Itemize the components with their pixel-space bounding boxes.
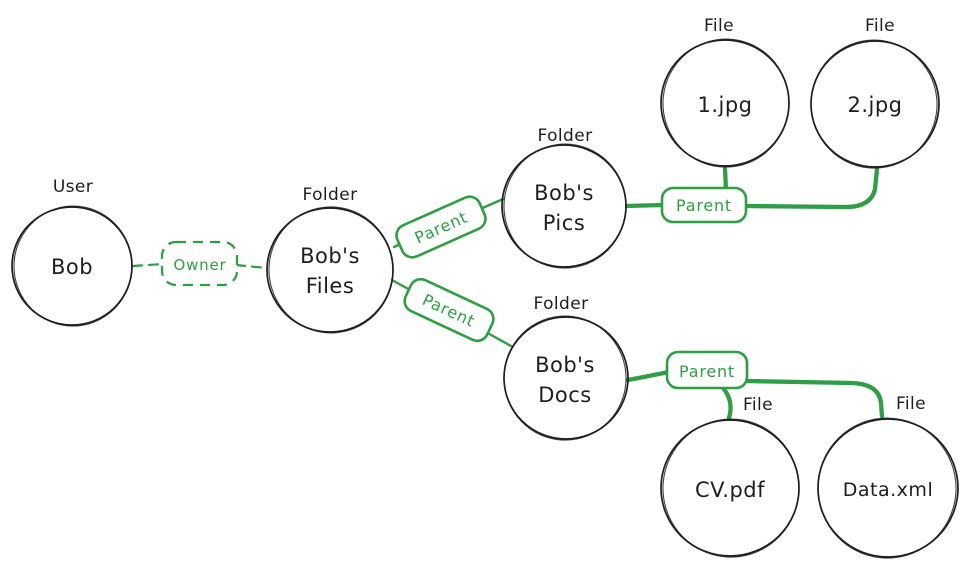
node-file-cvpdf: File CV.pdf <box>660 395 800 558</box>
node-label-line2: Files <box>306 274 355 298</box>
parent-label-box <box>395 195 487 259</box>
node-label-line2: Pics <box>543 211 586 235</box>
owner-label-box <box>160 240 239 287</box>
node-circle-sketch <box>817 417 957 559</box>
parent-edge-branch-2jpg <box>742 166 880 210</box>
edge-parent-docs-kids: Parent <box>625 350 885 421</box>
node-type-label: File <box>704 16 734 36</box>
parent-edge-line-in <box>625 369 672 383</box>
node-circle-sketch <box>13 205 133 327</box>
node-label-line1: Bob's <box>535 353 595 377</box>
node-type-label: File <box>743 395 773 415</box>
parent-edge-branch-dataxml <box>743 378 885 419</box>
node-type-label: File <box>865 16 895 36</box>
edge-parent-files-pics: Parent <box>392 195 505 259</box>
parent-edge-line-in <box>624 202 667 209</box>
node-label: 1.jpg <box>697 93 752 117</box>
node-type-label: Folder <box>538 126 593 146</box>
node-label-line1: Bob's <box>534 181 594 205</box>
node-file-2jpg: File 2.jpg <box>810 16 940 169</box>
node-type-label: User <box>53 177 93 197</box>
node-file-1jpg: File 1.jpg <box>660 16 790 168</box>
parent-edge-branch-1jpg <box>722 166 729 193</box>
node-type-label: File <box>896 394 926 414</box>
parent-label-box <box>660 186 748 224</box>
edge-owner: Owner <box>131 240 269 287</box>
parent-edge-branch-cvpdf <box>720 385 733 421</box>
parent-label-box <box>403 277 495 343</box>
node-file-dataxml: File Data.xml <box>817 394 959 559</box>
owner-edge-label: Owner <box>174 256 227 274</box>
node-label: Bob <box>51 255 93 279</box>
owner-edge-line-right <box>234 263 269 270</box>
edge-parent-pics-kids: Parent <box>624 166 880 224</box>
owner-edge-line-left <box>131 262 165 268</box>
edge-parent-files-docs: Parent <box>390 277 513 348</box>
node-label-line1: Bob's <box>300 244 360 268</box>
node-circle-sketch <box>503 143 627 269</box>
node-label: CV.pdf <box>695 478 765 502</box>
node-label: Data.xml <box>843 479 933 501</box>
node-bobs-files: Folder Bob's Files <box>266 185 394 334</box>
node-circle-sketch <box>662 418 800 558</box>
node-circle-sketch <box>810 39 938 169</box>
node-circle-sketch <box>268 206 394 334</box>
node-type-label: Folder <box>303 185 358 205</box>
node-bobs-pics: Folder Bob's Pics <box>501 126 627 269</box>
node-label-line2: Docs <box>538 383 592 407</box>
parent-edge-label: Parent <box>676 196 732 215</box>
parent-label-box <box>665 350 749 390</box>
node-label: 2.jpg <box>847 93 902 117</box>
parent-edge-label: Parent <box>679 362 735 381</box>
node-bobs-docs: Folder Bob's Docs <box>503 294 629 441</box>
node-bob: User Bob <box>11 177 133 327</box>
node-type-label: Folder <box>534 294 589 314</box>
node-circle-sketch <box>662 38 790 168</box>
node-circle-sketch <box>503 315 627 441</box>
